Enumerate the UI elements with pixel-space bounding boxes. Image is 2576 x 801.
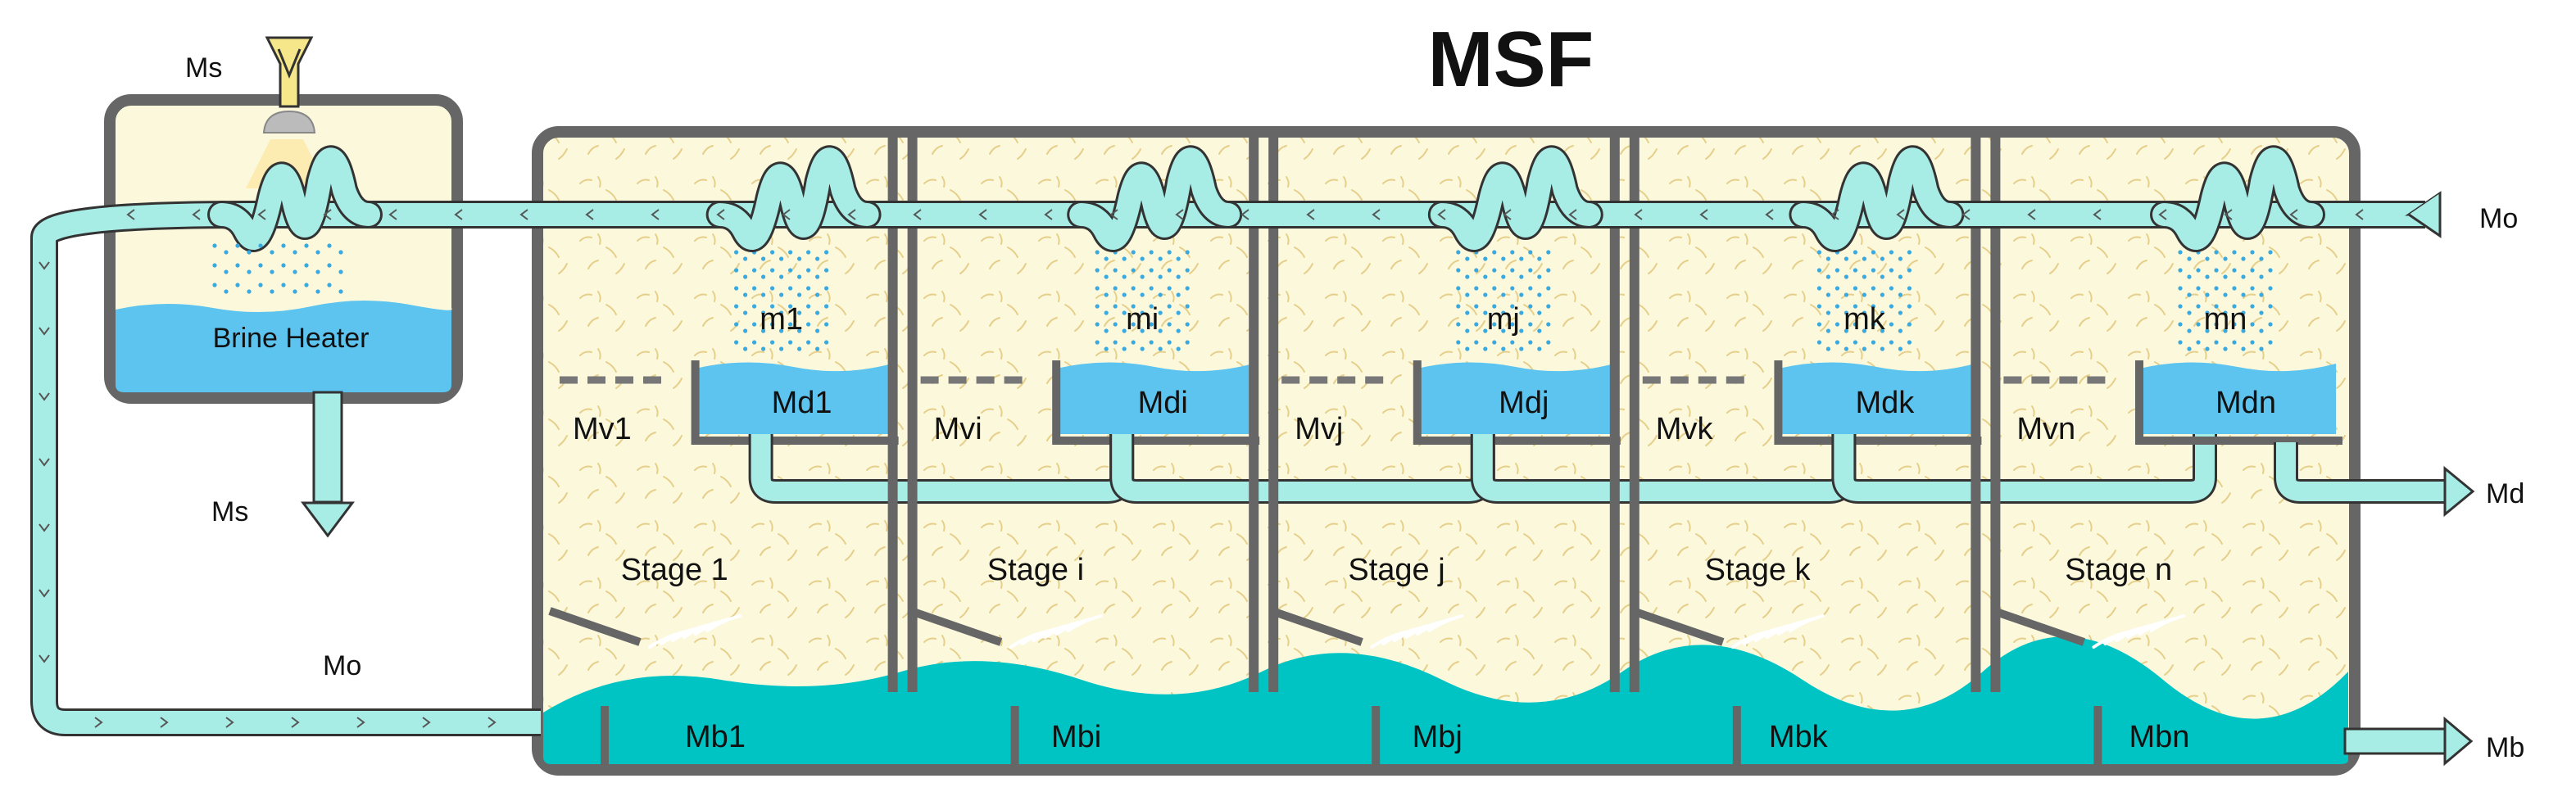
spray-flow-label: mn: [2204, 302, 2247, 337]
stage-name: Stage j: [1348, 553, 1444, 587]
spray-flow-label: mj: [1487, 302, 1520, 337]
condensate-spray: [1816, 250, 1912, 351]
spray-flow-label: mk: [1844, 302, 1886, 337]
flow-direction-marks: [39, 209, 2364, 728]
condensate-out-label: Ms: [211, 496, 248, 527]
stage-name: Stage k: [1705, 553, 1812, 587]
condenser-coil: [1427, 145, 1603, 252]
stage-partition: [1971, 135, 1981, 692]
stage-partition: [1249, 135, 1259, 692]
distillate-tray: [1052, 360, 1260, 445]
stage-partition: [1990, 135, 2001, 692]
condensate-spray: [734, 250, 829, 351]
stage-partition: [1609, 135, 1620, 692]
feed-inlet-arrow: [2405, 191, 2442, 238]
brine-label: Mb1: [685, 720, 746, 754]
flash-deflector: [1992, 607, 2086, 646]
steam-inlet-nozzle: [262, 36, 316, 134]
distillate-label: Mdn: [2215, 386, 2276, 420]
stage-partition: [887, 135, 898, 692]
feed-recirculation-label: Mo: [323, 650, 361, 681]
diagram-title: MSF: [1428, 16, 1594, 103]
feed-in-label: Mo: [2479, 203, 2518, 234]
condensate-spray: [1456, 250, 1551, 351]
condensate-spray: [1095, 250, 1190, 351]
distillate-tray: [1413, 360, 1621, 445]
flash-splash: [1427, 614, 1464, 632]
distillate-outlet-arrow: [2274, 442, 2475, 518]
spray-flow-label: mi: [1126, 302, 1159, 337]
steam-in-label: Ms: [185, 52, 222, 84]
stage-name: Stage i: [987, 553, 1084, 587]
brine-out-label: Mb: [2486, 732, 2524, 763]
brine-label: Mbi: [1051, 720, 1101, 754]
vapor-flow-label: Mvn: [2016, 412, 2075, 446]
distillate-out-label: Md: [2486, 478, 2524, 509]
brine-heater-label: Brine Heater: [213, 323, 370, 354]
msf-shell: [532, 126, 2361, 776]
brine-heater-spray: [212, 243, 343, 294]
brine-label: Mbk: [1769, 720, 1829, 754]
distillate-label: Mdk: [1856, 386, 1916, 420]
condensate-spray: [2178, 250, 2273, 351]
flash-splash: [2149, 614, 2186, 632]
condensate-outlet-arrow: [301, 391, 355, 538]
brine-heater: [104, 94, 463, 404]
vapor-flow-label: Mvi: [934, 412, 982, 446]
flash-splash: [1066, 614, 1103, 632]
brine-weir: [1372, 706, 1381, 767]
brine-heater-coil: [207, 145, 383, 252]
stage-name: Stage n: [2065, 553, 2172, 587]
flash-splash: [705, 614, 742, 632]
brine-outlet-arrow: [2343, 716, 2474, 767]
stage-partition: [907, 135, 918, 692]
distillate-tray: [2135, 360, 2342, 445]
flash-deflector: [1631, 607, 1725, 646]
distillate-tray: [1774, 360, 1982, 445]
spray-flow-label: m1: [760, 302, 803, 337]
stage-partition: [1268, 135, 1279, 692]
brine-pool: [543, 636, 2348, 764]
condenser-coil: [705, 145, 882, 252]
condenser-coil: [2150, 145, 2325, 252]
vapor-flow-label: Mv1: [573, 412, 632, 446]
condenser-coil: [1067, 145, 1243, 252]
brine-weir: [1732, 706, 1741, 767]
brine-label: Mbn: [2129, 720, 2189, 754]
feed-pipe: [30, 201, 2425, 736]
brine-label: Mbj: [1413, 720, 1463, 754]
brine-weir: [2093, 706, 2102, 767]
stage-partition: [1629, 135, 1639, 692]
brine-weir: [1010, 706, 1019, 767]
stage-name: Stage 1: [621, 553, 728, 587]
distillate-label: Mdj: [1499, 386, 1549, 420]
flash-deflector: [909, 607, 1003, 646]
distillate-label: Mdi: [1138, 386, 1188, 420]
vapor-flow-label: Mvj: [1295, 412, 1343, 446]
flash-deflector: [548, 607, 642, 646]
distillate-tray: [691, 360, 899, 445]
flash-splash: [1788, 614, 1825, 632]
vapor-flow-label: Mvk: [1656, 412, 1714, 446]
condenser-coil: [1789, 145, 1965, 252]
distillate-label: Md1: [772, 386, 832, 420]
flash-deflector: [1270, 607, 1363, 646]
brine-weir: [601, 706, 609, 767]
coil-layer: [39, 145, 2364, 728]
